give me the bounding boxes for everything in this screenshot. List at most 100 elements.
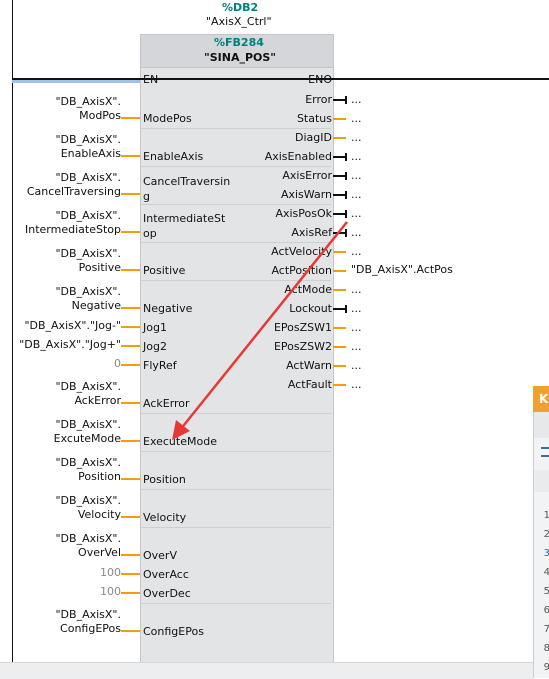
operand-jog1[interactable]: "DB_AxisX"."Jog-": [24, 319, 121, 332]
operand-intermediatestop[interactable]: "DB_AxisX".IntermediateStop: [25, 209, 121, 236]
pin-axisposok[interactable]: AxisPosOk: [275, 207, 332, 220]
pin-axiserror[interactable]: AxisError: [282, 169, 332, 182]
pin-actfault[interactable]: ActFault: [287, 378, 332, 391]
out-actvelocity[interactable]: ...: [351, 245, 362, 258]
pin-positive[interactable]: Positive: [143, 264, 186, 277]
out-diagid[interactable]: ...: [351, 131, 362, 144]
pin-negative[interactable]: Negative: [143, 302, 193, 315]
pin-modepos[interactable]: ModePos: [143, 112, 192, 125]
operand-jog2[interactable]: "DB_AxisX"."Jog+": [19, 338, 121, 351]
pin-jog2[interactable]: Jog2: [143, 340, 167, 353]
function-block-sina-pos[interactable]: [140, 34, 334, 666]
operand-overv[interactable]: "DB_AxisX".OverVel: [55, 532, 122, 559]
pin-lockout[interactable]: Lockout: [289, 302, 332, 315]
pin-axisenabled[interactable]: AxisEnabled: [264, 150, 332, 163]
row-number: 3: [543, 548, 549, 559]
instance-db-name[interactable]: "AxisX_Ctrl": [206, 15, 272, 28]
out-axisref[interactable]: ...: [351, 226, 362, 239]
wire-actmode: [333, 289, 346, 291]
pin-eposzsw2[interactable]: EPosZSW2: [273, 340, 332, 353]
wire-actvelocity: [333, 251, 346, 253]
out-status[interactable]: ...: [351, 112, 362, 125]
wire-end-axiserror: [345, 172, 347, 180]
pin-axiswarn[interactable]: AxisWarn: [280, 188, 332, 201]
wire-velocity: [121, 516, 140, 518]
rung-selection-highlight: [12, 80, 140, 83]
pin-velocity[interactable]: Velocity: [143, 511, 187, 524]
out-error[interactable]: ...: [351, 93, 362, 106]
pin-ackerror[interactable]: AckError: [143, 397, 190, 410]
operand-overacc[interactable]: 100: [100, 566, 121, 579]
pin-diagid[interactable]: DiagID: [295, 131, 332, 144]
pin-axisref[interactable]: AxisRef: [291, 226, 332, 239]
wire-jog1: [121, 326, 140, 328]
wire-positive: [121, 269, 140, 271]
pin-jog1[interactable]: Jog1: [143, 321, 167, 334]
wire-error: [333, 99, 346, 101]
pin-overdec[interactable]: OverDec: [143, 587, 191, 600]
pin-separator: [141, 527, 331, 528]
pin-en[interactable]: EN: [143, 73, 159, 86]
pin-overv[interactable]: OverV: [143, 549, 177, 562]
operand-position[interactable]: "DB_AxisX".Position: [55, 456, 122, 483]
pin-enableaxis[interactable]: EnableAxis: [143, 150, 204, 163]
row-number: 4: [543, 567, 549, 578]
out-actmode[interactable]: ...: [351, 283, 362, 296]
pin-actposition[interactable]: ActPosition: [271, 264, 332, 277]
out-axiserror[interactable]: ...: [351, 169, 362, 182]
pin-actwarn[interactable]: ActWarn: [286, 359, 332, 372]
out-axisenabled[interactable]: ...: [351, 150, 362, 163]
list-icon[interactable]: [541, 447, 549, 457]
instance-db-ref: %DB2: [222, 1, 259, 14]
wire-end-error: [345, 96, 347, 104]
wire-lockout: [333, 308, 346, 310]
pin-separator: [141, 204, 331, 205]
operand-positive[interactable]: "DB_AxisX".Positive: [55, 247, 122, 274]
pin-eposzsw1[interactable]: EPosZSW1: [273, 321, 332, 334]
wire-executemode: [121, 440, 140, 442]
operand-modepos[interactable]: "DB_AxisX".ModPos: [55, 95, 122, 122]
out-actposition[interactable]: "DB_AxisX".ActPos: [351, 263, 453, 276]
pin-separator: [141, 451, 331, 452]
pin-separator: [141, 489, 331, 490]
operand-velocity[interactable]: "DB_AxisX".Velocity: [55, 494, 122, 521]
pin-status[interactable]: Status: [296, 112, 332, 125]
operand-executemode[interactable]: "DB_AxisX".ExcuteMode: [53, 418, 121, 445]
out-axisposok[interactable]: ...: [351, 207, 362, 220]
out-actwarn[interactable]: ...: [351, 359, 362, 372]
wire-eposzsw2: [333, 346, 346, 348]
wire-modepos: [121, 117, 140, 119]
side-panel[interactable]: [533, 386, 549, 678]
out-axiswarn[interactable]: ...: [351, 188, 362, 201]
out-eposzsw2[interactable]: ...: [351, 340, 362, 353]
fb-ref: %FB284: [214, 36, 264, 49]
pin-position[interactable]: Position: [143, 473, 186, 486]
wire-canceltraversing: [121, 193, 140, 195]
wire-intermediatestop: [121, 231, 140, 233]
wire-end-axisref: [345, 229, 347, 237]
pin-eno[interactable]: ENO: [308, 73, 332, 86]
operand-configepos[interactable]: "DB_AxisX".ConfigEPos: [55, 608, 122, 635]
pin-separator: [141, 242, 331, 243]
pin-executemode[interactable]: ExecuteMode: [143, 435, 217, 448]
wire-overdec: [121, 592, 140, 594]
operand-overdec[interactable]: 100: [100, 585, 121, 598]
out-actfault[interactable]: ...: [351, 378, 362, 391]
operand-enableaxis[interactable]: "DB_AxisX".EnableAxis: [55, 133, 122, 160]
operand-negative[interactable]: "DB_AxisX".Negative: [55, 285, 122, 312]
operand-canceltraversing[interactable]: "DB_AxisX".CancelTraversing: [26, 171, 121, 198]
operand-ackerror[interactable]: "DB_AxisX".AckError: [55, 380, 122, 407]
pin-error[interactable]: Error: [305, 93, 332, 106]
pin-configepos[interactable]: ConfigEPos: [143, 625, 204, 638]
operand-flyref[interactable]: 0: [114, 357, 121, 370]
pin-overacc[interactable]: OverAcc: [143, 568, 189, 581]
power-rail-left: [12, 0, 13, 664]
out-eposzsw1[interactable]: ...: [351, 321, 362, 334]
pin-flyref[interactable]: FlyRef: [143, 359, 177, 372]
out-lockout[interactable]: ...: [351, 302, 362, 315]
pin-actvelocity[interactable]: ActVelocity: [271, 245, 332, 258]
wire-end-axisposok: [345, 210, 347, 218]
